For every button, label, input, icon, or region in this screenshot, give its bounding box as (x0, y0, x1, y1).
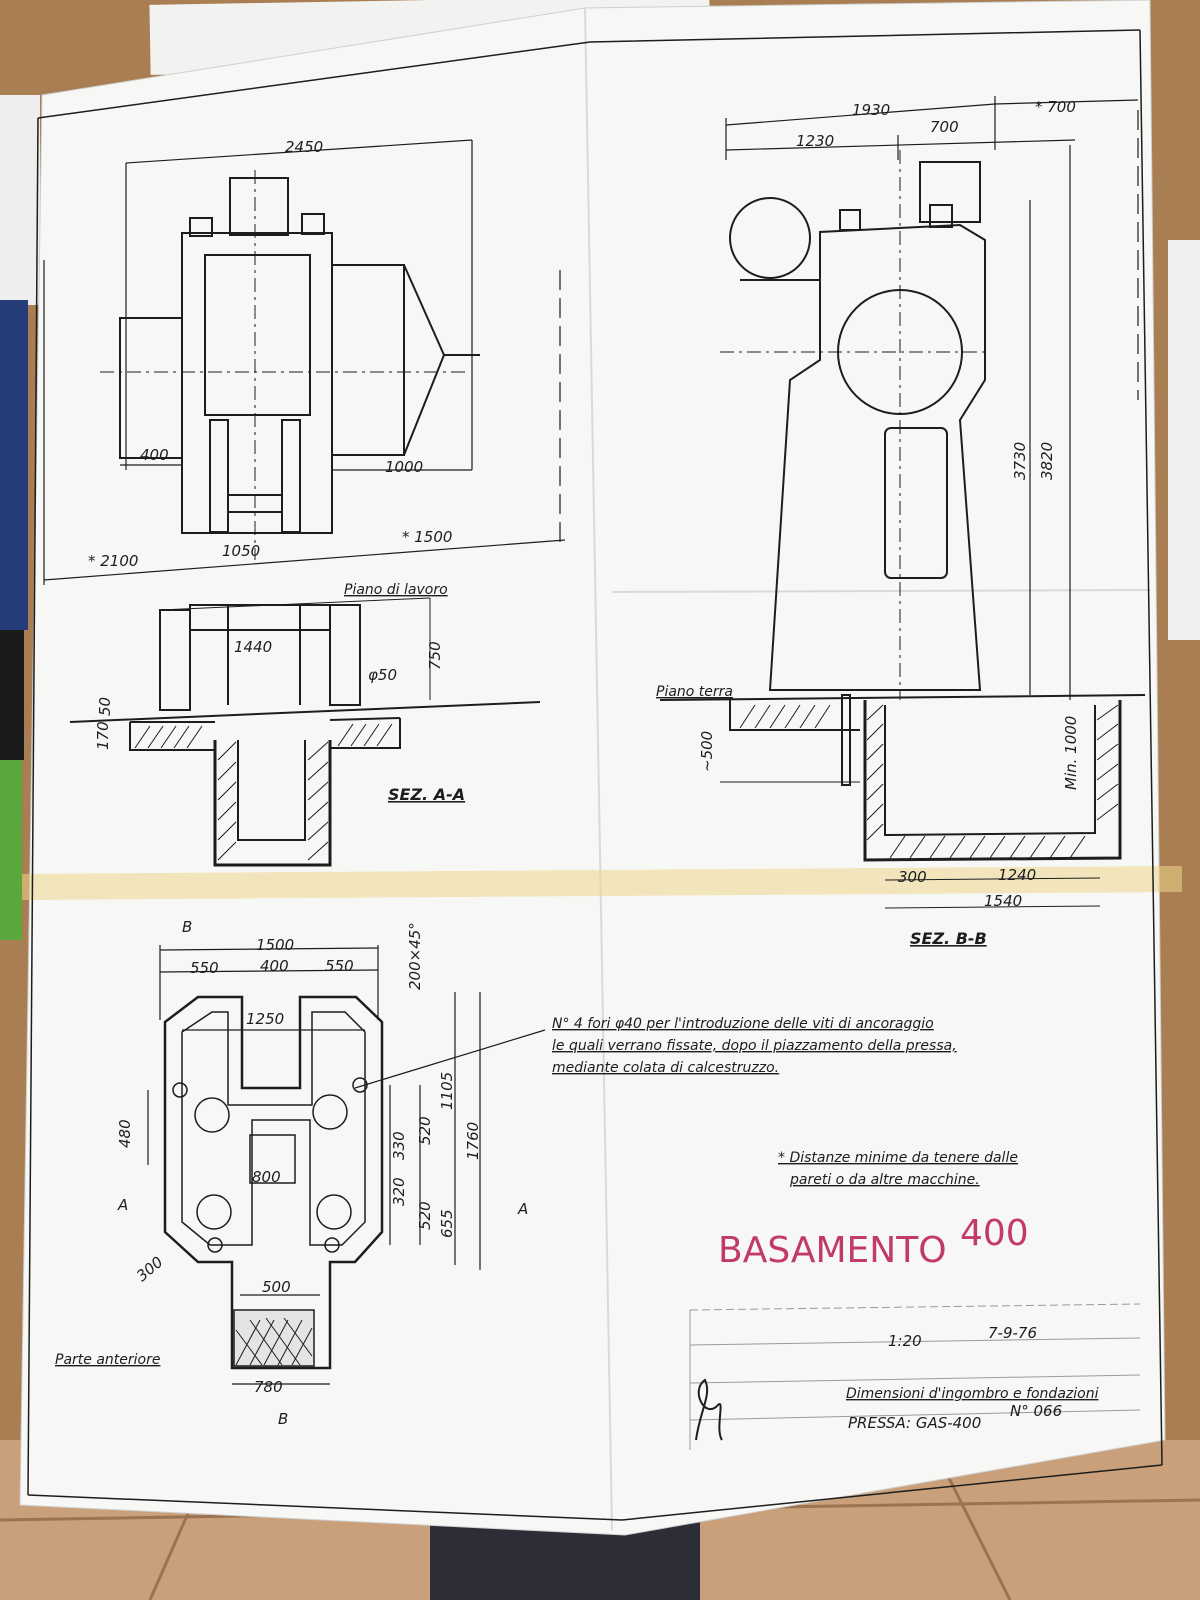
handwritten-400: 400 (960, 1213, 1029, 1254)
dim-700-clearance: * 700 (1035, 98, 1076, 116)
marker-b-top: B (182, 918, 192, 936)
dim-1000: 1000 (385, 458, 423, 476)
dim-1250: 1250 (246, 1010, 284, 1028)
dim-500-plan: 500 (262, 1278, 291, 1296)
dim-50: 50 (96, 697, 114, 716)
marker-a-right: A (517, 1200, 528, 1218)
side-view-dimensions (725, 96, 1139, 700)
section-a-a-hatch (134, 723, 393, 861)
dim-2450: 2450 (285, 138, 323, 156)
adhesive-tape (21, 865, 1183, 901)
marker-b-bottom: B (278, 1410, 288, 1428)
handwritten-basamento: BASAMENTO (718, 1230, 947, 1271)
title-block (689, 1303, 1141, 1450)
title-sez-a-a: SEZ. A-A (388, 785, 465, 804)
title-number: N° 066 (1010, 1402, 1062, 1420)
dim-1240: 1240 (998, 866, 1036, 884)
section-b-b (659, 694, 1146, 862)
dim-400-plan: 400 (260, 957, 289, 975)
front-elevation-view (100, 170, 480, 560)
dim-1500-right: * 1500 (402, 528, 452, 546)
dim-1440: 1440 (234, 638, 272, 656)
dim-400-left: 400 (140, 446, 169, 464)
note-min-distance-1: * Distanze minime da tenere dalle (778, 1150, 1018, 1166)
marker-a-left: A (117, 1196, 128, 1214)
dim-1540: 1540 (984, 892, 1022, 910)
dim-550-left: 550 (190, 959, 219, 977)
dim-1760: 1760 (464, 1122, 482, 1160)
foundation-plan-view (163, 995, 384, 1370)
section-a-a (69, 604, 541, 867)
note-anchor-line-3: mediante colata di calcestruzzo. (552, 1060, 779, 1076)
dim-170: 170 (94, 721, 112, 750)
dim-1230: 1230 (796, 132, 834, 150)
label-piano-terra: Piano terra (656, 684, 733, 700)
dim-2100: * 2100 (88, 552, 138, 570)
dim-520-b: 520 (416, 1201, 434, 1230)
dim-520-a: 520 (416, 1116, 434, 1145)
title-description: Dimensioni d'ingombro e fondazioni (846, 1386, 1099, 1402)
dim-1500-plan: 1500 (256, 936, 294, 954)
dim-480: 480 (116, 1119, 134, 1148)
dim-500-depth: ~500 (698, 731, 716, 772)
dim-min-1000: Min. 1000 (1062, 716, 1080, 790)
title-press-model: PRESSA: GAS-400 (848, 1414, 981, 1432)
note-anchor-line-2: le quali verrano fissate, dopo il piazza… (552, 1038, 957, 1054)
dim-700-b: 700 (930, 118, 959, 136)
dim-550-right: 550 (325, 957, 354, 975)
plan-dimensions (147, 945, 546, 1385)
dim-330: 330 (390, 1131, 408, 1160)
signature (695, 1378, 723, 1441)
dim-320: 320 (390, 1177, 408, 1206)
dim-1050: 1050 (222, 542, 260, 560)
front-view-dimensions (43, 139, 566, 585)
title-date: 7-9-76 (988, 1324, 1037, 1342)
dim-300-b: 300 (898, 868, 927, 886)
dim-phi-50: φ50 (368, 666, 397, 684)
dim-655: 655 (438, 1209, 456, 1238)
dim-780: 780 (254, 1378, 283, 1396)
section-b-b-hatch (739, 704, 1119, 859)
title-sez-b-b: SEZ. B-B (910, 929, 987, 948)
note-anchor-line-1: N° 4 fori φ40 per l'introduzione delle v… (552, 1016, 934, 1032)
note-min-distance-2: pareti o da altre macchine. (789, 1172, 980, 1188)
dim-750: 750 (426, 641, 444, 670)
paper (19, 0, 1166, 1536)
dim-1105: 1105 (438, 1072, 456, 1110)
label-piano-di-lavoro: Piano di lavoro (344, 582, 448, 598)
dim-3820: 3820 (1038, 442, 1056, 480)
dim-800: 800 (252, 1168, 281, 1186)
dim-1930: 1930 (852, 101, 890, 119)
title-scale: 1:20 (888, 1332, 922, 1350)
side-elevation-view (720, 150, 990, 700)
label-parte-anteriore: Parte anteriore (55, 1352, 160, 1368)
dim-chamfer: 200×45° (406, 922, 424, 990)
dim-3730: 3730 (1011, 442, 1029, 480)
plan-hatch (235, 1317, 313, 1366)
